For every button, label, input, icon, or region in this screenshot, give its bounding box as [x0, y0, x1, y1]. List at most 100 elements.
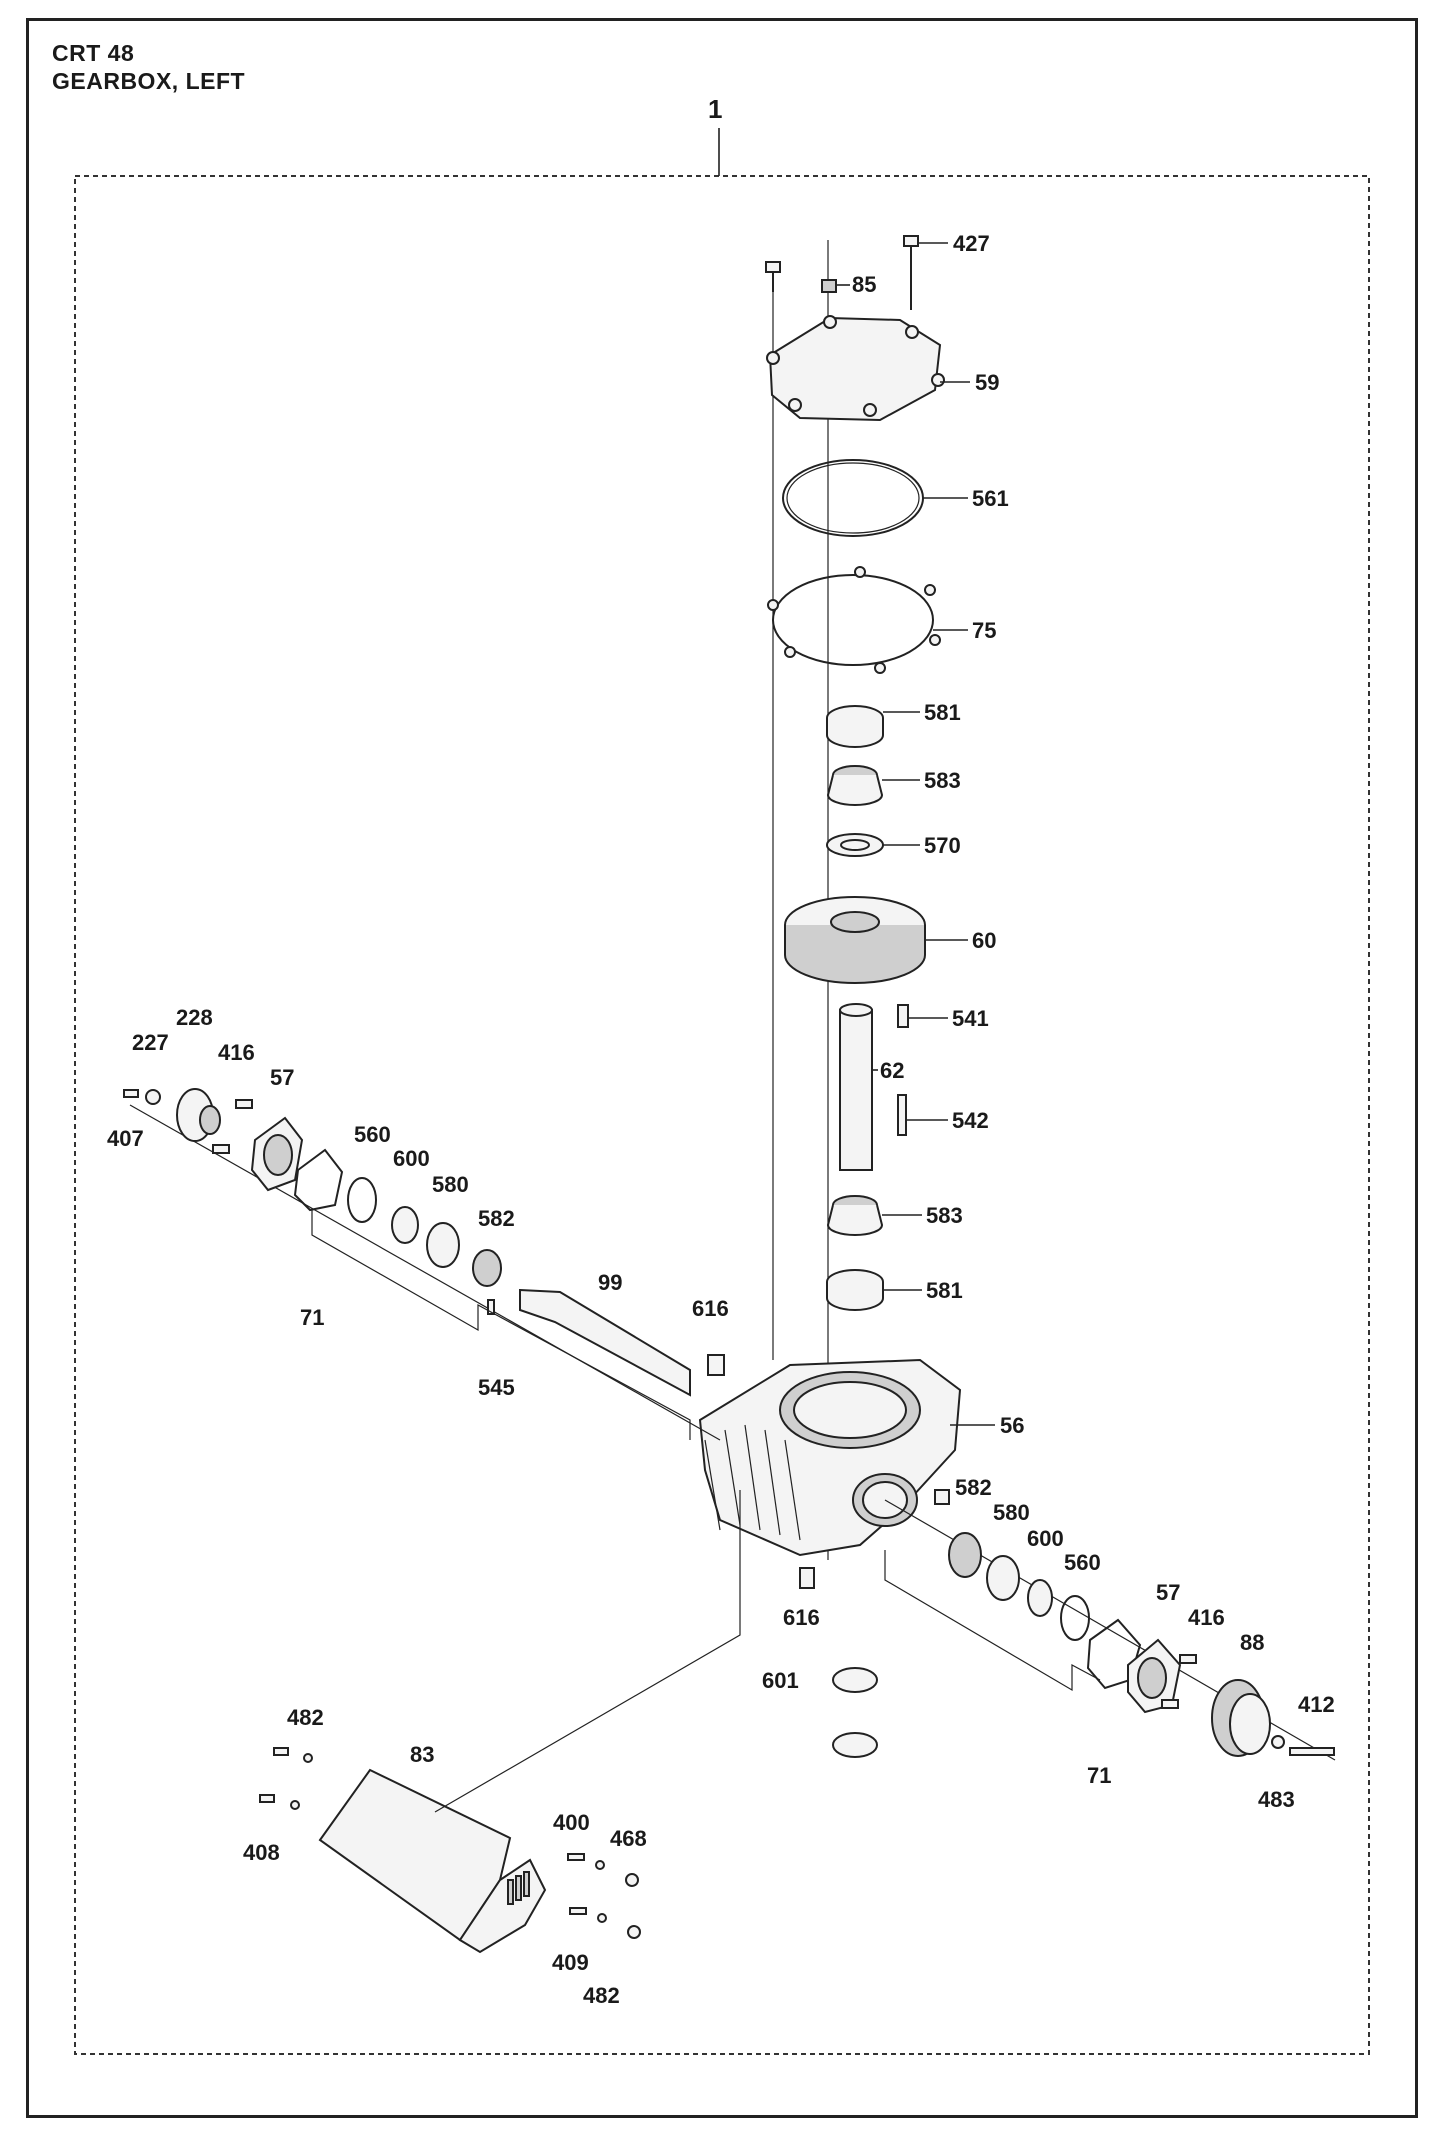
- callout-60: 60: [972, 928, 996, 953]
- seal-601-lower: [832, 1732, 878, 1758]
- callout-570: 570: [924, 833, 961, 858]
- callout-416-left: 416: [218, 1040, 255, 1065]
- bolt-left-top: [765, 261, 781, 292]
- bolt-416-right: [1179, 1654, 1197, 1664]
- pin-409: [569, 1907, 587, 1915]
- callout-583-bottom: 583: [926, 1203, 963, 1228]
- bearing-582-left: [472, 1249, 502, 1287]
- callout-616-bottom: 616: [783, 1605, 820, 1630]
- bolt-left-lower: [212, 1144, 230, 1154]
- gasket-75: [767, 566, 941, 674]
- callout-580-right: 580: [993, 1500, 1030, 1525]
- callout-581-bottom: 581: [926, 1278, 963, 1303]
- nut-85: [821, 279, 837, 293]
- plug-right-top: [934, 1489, 950, 1505]
- callout-408: 408: [243, 1840, 280, 1865]
- callout-56: 56: [1000, 1413, 1024, 1438]
- diagram-title: GEARBOX, LEFT: [52, 68, 246, 94]
- shield-cover-83: [318, 1768, 547, 1954]
- left-shaft-axis: [129, 1104, 721, 1441]
- input-shaft-99: [519, 1288, 691, 1397]
- key-545: [487, 1299, 495, 1315]
- bolt-427: [903, 235, 919, 310]
- plug-616-bottom: [799, 1567, 815, 1589]
- callout-545: 545: [478, 1375, 515, 1400]
- callout-71-right: 71: [1087, 1763, 1111, 1788]
- nut-482-bottom: [627, 1925, 641, 1939]
- bearing-housing-57-left: [250, 1116, 304, 1192]
- callout-582-left: 582: [478, 1206, 515, 1231]
- callout-83: 83: [410, 1742, 434, 1767]
- bolt-407: [123, 1089, 139, 1098]
- bearing-cup-581-bottom: [826, 1269, 884, 1311]
- nut-468: [625, 1873, 639, 1887]
- coupler-88: [1211, 1679, 1271, 1757]
- o-ring-560-left: [347, 1177, 377, 1223]
- shaft-62: [839, 1003, 873, 1171]
- callout-57-right: 57: [1156, 1580, 1180, 1605]
- bolt-right-lower: [1161, 1699, 1179, 1709]
- bearing-582-right: [948, 1532, 982, 1578]
- callout-482-top: 482: [287, 1705, 324, 1730]
- bolt-482-top: [273, 1747, 289, 1756]
- seal-601: [832, 1667, 878, 1693]
- bearing-cone-583-bottom: [826, 1195, 884, 1236]
- callout-581-top: 581: [924, 700, 961, 725]
- callout-85: 85: [852, 272, 876, 297]
- pin-400: [567, 1853, 585, 1861]
- callout-583-top: 583: [924, 768, 961, 793]
- callout-580-left: 580: [432, 1172, 469, 1197]
- callout-427: 427: [953, 231, 990, 256]
- cover-plate-59: [766, 315, 945, 422]
- model-name: CRT 48: [52, 40, 135, 66]
- seal-600-right: [1027, 1579, 1053, 1617]
- callout-409: 409: [552, 1950, 589, 1975]
- washer-227: [145, 1089, 161, 1105]
- callout-582-right: 582: [955, 1475, 992, 1500]
- callout-71-left: 71: [300, 1305, 324, 1330]
- ring-gear-60: [784, 896, 926, 984]
- key-541: [897, 1004, 909, 1028]
- callout-227: 227: [132, 1030, 169, 1055]
- page-frame: [26, 18, 1418, 2118]
- callout-416-right: 416: [1188, 1605, 1225, 1630]
- callout-62: 62: [880, 1058, 904, 1083]
- callout-560-right: 560: [1064, 1550, 1101, 1575]
- callout-560-left: 560: [354, 1122, 391, 1147]
- callout-407: 407: [107, 1126, 144, 1151]
- callout-601: 601: [762, 1668, 799, 1693]
- callout-542: 542: [952, 1108, 989, 1133]
- bearing-cup-581-top: [826, 705, 884, 748]
- o-ring-561: [782, 459, 924, 537]
- key-542: [897, 1094, 907, 1136]
- callout-483: 483: [1258, 1787, 1295, 1812]
- callout-561: 561: [972, 486, 1009, 511]
- callout-228: 228: [176, 1005, 213, 1030]
- gearbox-housing-56: [698, 1358, 962, 1557]
- callout-75: 75: [972, 618, 996, 643]
- callout-616-top: 616: [692, 1296, 729, 1321]
- callout-59: 59: [975, 370, 999, 395]
- seal-570: [826, 833, 884, 857]
- o-ring-560-right: [1060, 1595, 1090, 1641]
- callout-88: 88: [1240, 1630, 1264, 1655]
- plug-616-top: [707, 1354, 725, 1376]
- callout-leaders: [836, 242, 995, 1426]
- callout-600-left: 600: [393, 1146, 430, 1171]
- callout-600-right: 600: [1027, 1526, 1064, 1551]
- bolt-408: [259, 1794, 275, 1803]
- callout-400: 400: [553, 1810, 590, 1835]
- bearing-housing-57-right: [1127, 1638, 1182, 1714]
- callout-57-left: 57: [270, 1065, 294, 1090]
- callout-482-bottom: 482: [583, 1983, 620, 2008]
- bearing-cone-583-top: [826, 765, 884, 806]
- bolt-416-left: [235, 1099, 253, 1109]
- cup-580-left: [426, 1222, 460, 1268]
- assembly-number: 1: [708, 94, 723, 124]
- bolt-412: [1289, 1747, 1335, 1756]
- seal-600-left: [391, 1206, 419, 1244]
- flange-228: [176, 1088, 221, 1142]
- callout-99: 99: [598, 1270, 622, 1295]
- callout-412: 412: [1298, 1692, 1335, 1717]
